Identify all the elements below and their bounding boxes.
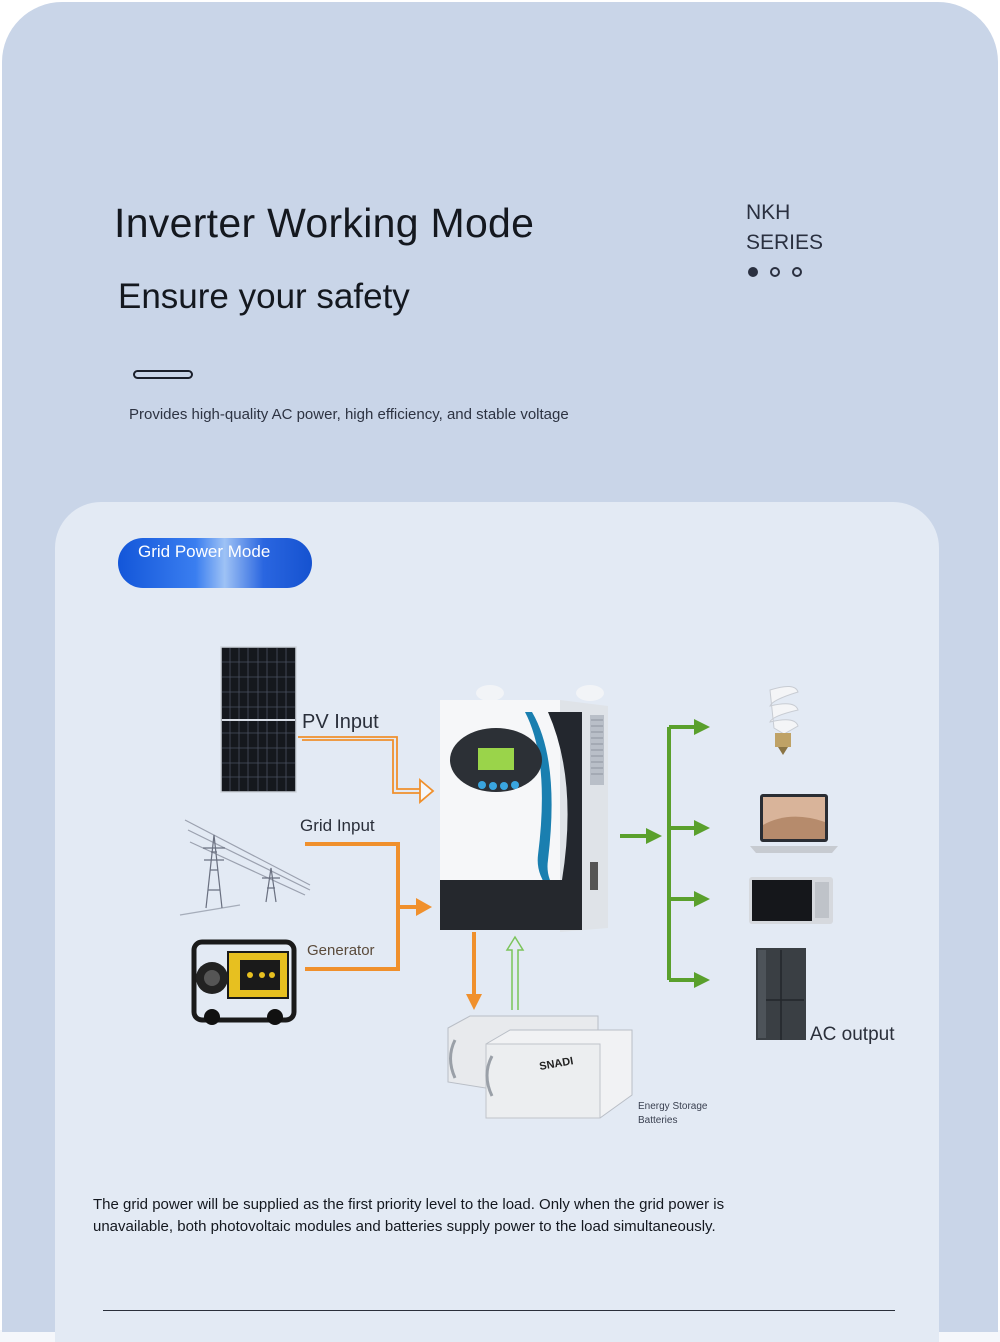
battery-icon: SNADI <box>447 1015 633 1119</box>
grid-input-label: Grid Input <box>300 816 375 835</box>
light-bulb-icon <box>769 686 799 755</box>
ac-output-arrows <box>620 725 696 982</box>
inverter-icon <box>440 685 608 932</box>
mode-description: The grid power will be supplied as the f… <box>93 1196 725 1235</box>
divider-pill <box>133 370 193 379</box>
grid-power-mode-button[interactable]: Grid Power Mode <box>118 538 312 588</box>
pv-input-arrow <box>298 736 435 804</box>
batteries-label-line-2: Batteries <box>638 1115 678 1126</box>
battery-discharge-arrow <box>466 932 482 1010</box>
carousel-dot-active[interactable] <box>748 267 758 277</box>
page-title: Inverter Working Mode <box>114 200 535 246</box>
series-line-1: NKH <box>746 201 791 224</box>
ac-output-arrowheads <box>646 719 710 988</box>
carousel-dots <box>748 267 802 277</box>
description: Provides high-quality AC power, high eff… <box>129 406 569 423</box>
microwave-icon <box>749 877 833 924</box>
page-subtitle: Ensure your safety <box>118 277 410 316</box>
pv-input-label: PV Input <box>302 711 379 733</box>
carousel-dot[interactable] <box>770 267 780 277</box>
refrigerator-icon <box>756 948 806 1040</box>
laptop-icon <box>750 794 838 853</box>
grid-input-arrowhead <box>416 898 432 916</box>
series-label: NKH SERIES <box>746 198 823 258</box>
ac-output-label: AC output <box>810 1024 895 1045</box>
solar-panel-icon <box>220 646 297 793</box>
carousel-dot[interactable] <box>792 267 802 277</box>
bottom-divider <box>103 1310 895 1311</box>
battery-charge-arrow <box>505 935 525 1010</box>
batteries-label-line-1: Energy Storage <box>638 1101 708 1112</box>
series-line-2: SERIES <box>746 231 824 254</box>
power-tower-icon <box>179 819 311 916</box>
batteries-label: Energy Storage Batteries <box>638 1100 708 1128</box>
generator-label: Generator <box>307 942 375 959</box>
generator-icon <box>191 939 297 1025</box>
battery-brand: SNADI <box>538 1055 574 1073</box>
grid-input-arrow <box>305 842 418 971</box>
